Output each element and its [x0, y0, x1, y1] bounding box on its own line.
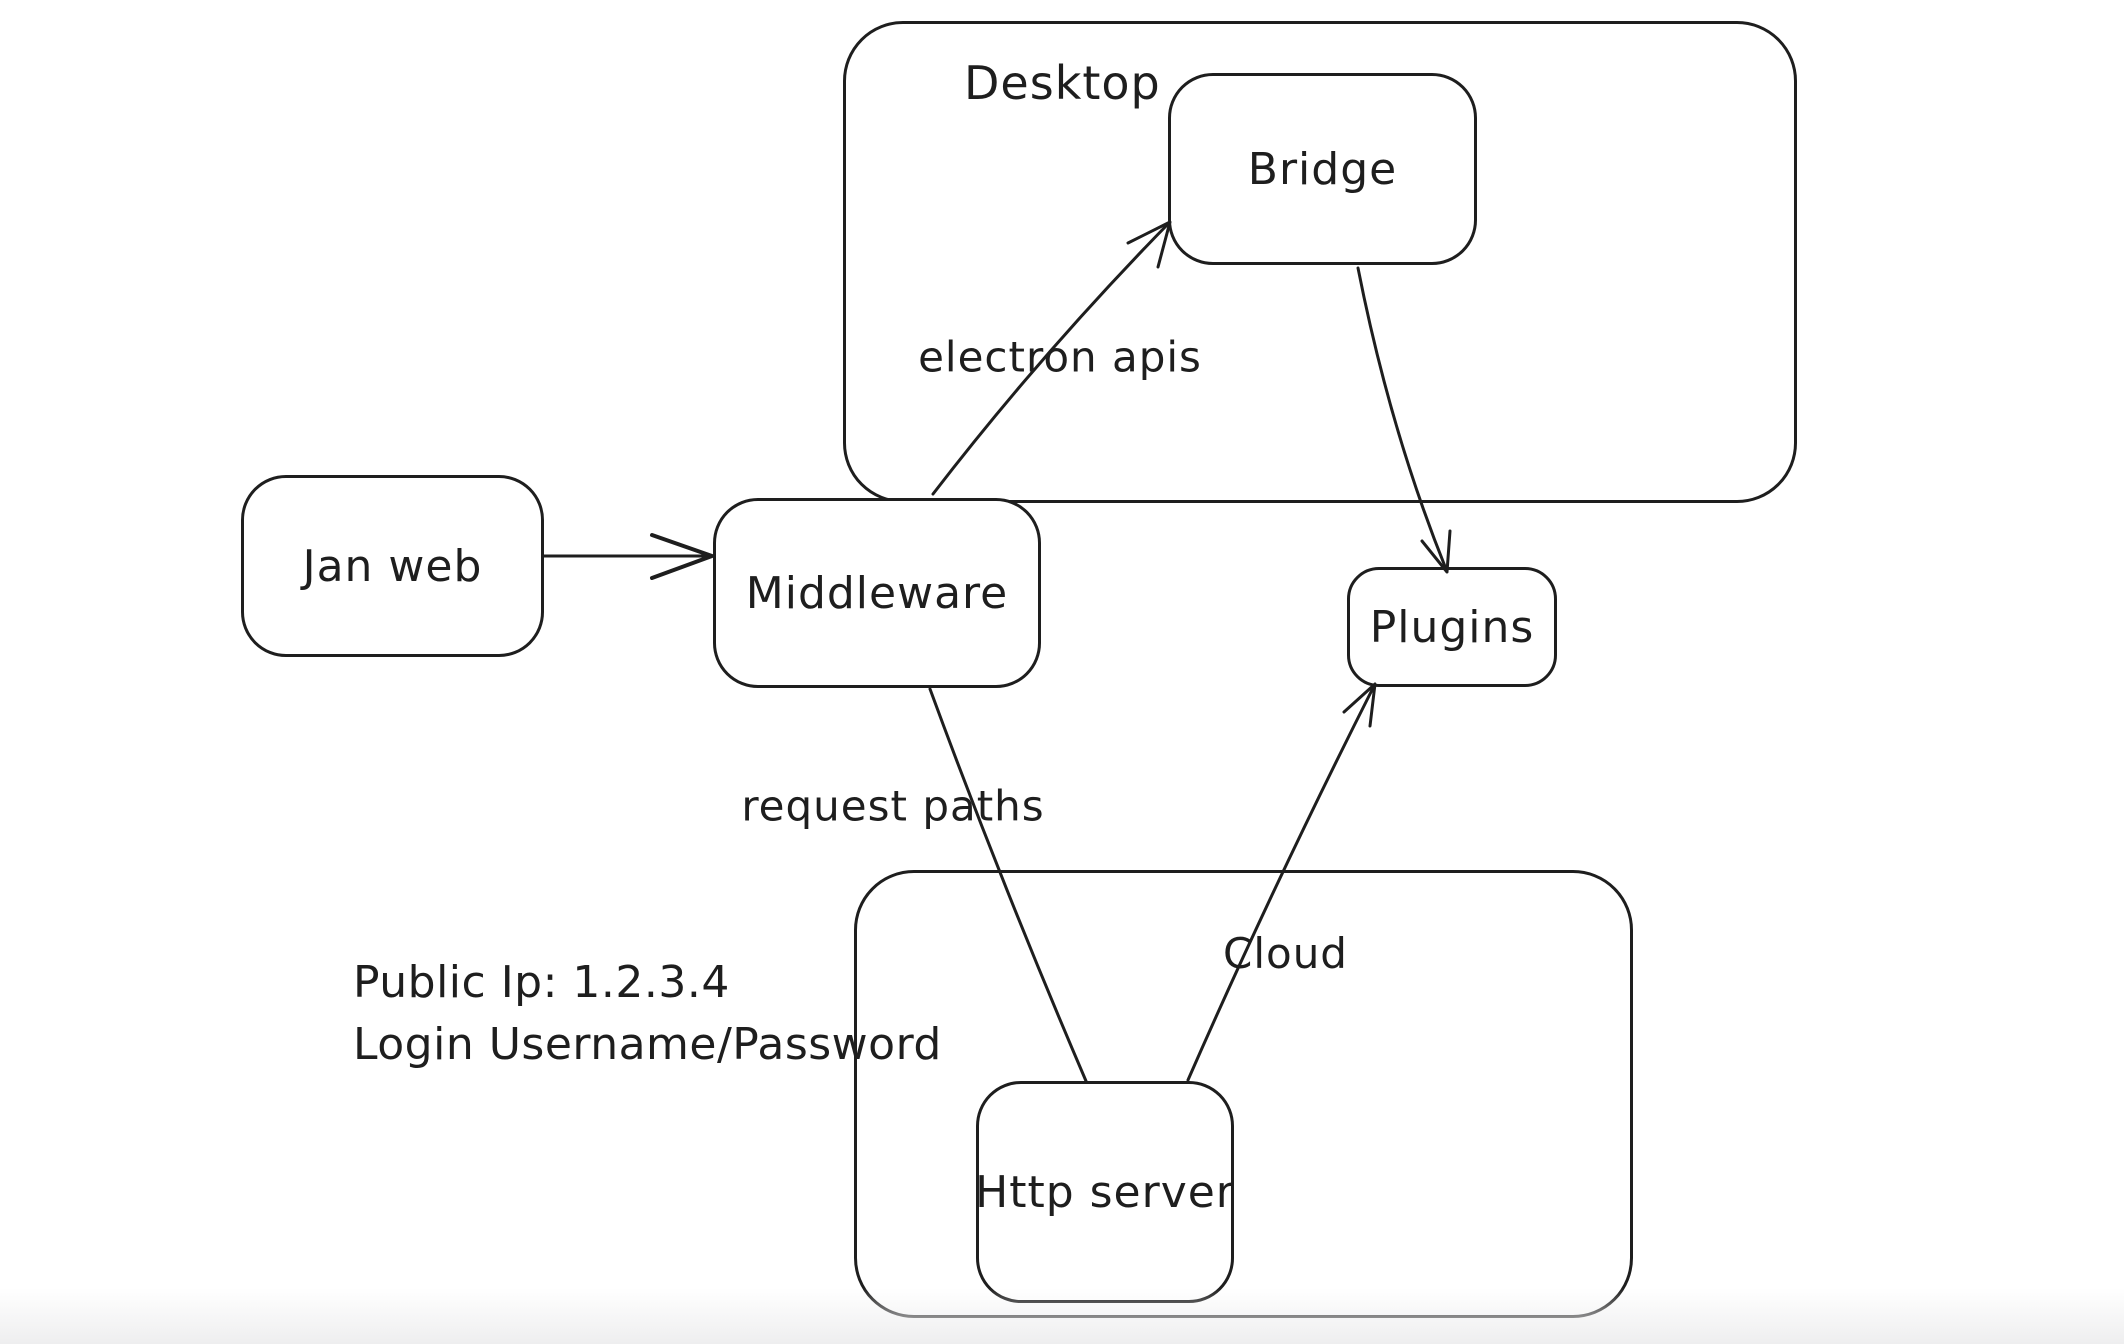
jan-web-node-label: Jan web — [302, 540, 483, 592]
desktop-group-label: Desktop — [964, 56, 1161, 110]
cloud-group-label: Cloud — [1223, 929, 1348, 978]
line-middleware-to-httpserver[interactable] — [928, 687, 1088, 1083]
bridge-node-label: Bridge — [1247, 143, 1398, 195]
cloud-group-box[interactable]: Cloud — [854, 870, 1633, 1318]
annotation-line-login: Login Username/Password — [353, 1019, 942, 1070]
request-paths-edge-label[interactable]: request paths — [741, 781, 1045, 831]
arrow-httpserver-to-plugins[interactable] — [1186, 682, 1377, 1082]
electron-apis-edge-label[interactable]: electron apis — [918, 332, 1202, 382]
middleware-node[interactable]: Middleware — [713, 498, 1041, 688]
arrow-bridge-to-plugins[interactable] — [1356, 266, 1452, 574]
arrow-middleware-to-bridge[interactable] — [931, 220, 1172, 496]
middleware-node-label: Middleware — [745, 567, 1009, 619]
annotation-line-public-ip: Public Ip: 1.2.3.4 — [353, 957, 730, 1008]
jan-web-node[interactable]: Jan web — [241, 475, 544, 657]
credentials-annotation[interactable]: Public Ip: 1.2.3.4 Login Username/Passwo… — [353, 952, 942, 1076]
plugins-node-label: Plugins — [1369, 601, 1535, 653]
http-server-node-label: Http server — [975, 1166, 1235, 1218]
plugins-node[interactable]: Plugins — [1347, 567, 1557, 687]
bottom-fade — [0, 1288, 2124, 1344]
bridge-node[interactable]: Bridge — [1168, 73, 1477, 265]
http-server-node[interactable]: Http server — [975, 1081, 1235, 1303]
arrow-janweb-to-middleware[interactable] — [542, 533, 714, 580]
